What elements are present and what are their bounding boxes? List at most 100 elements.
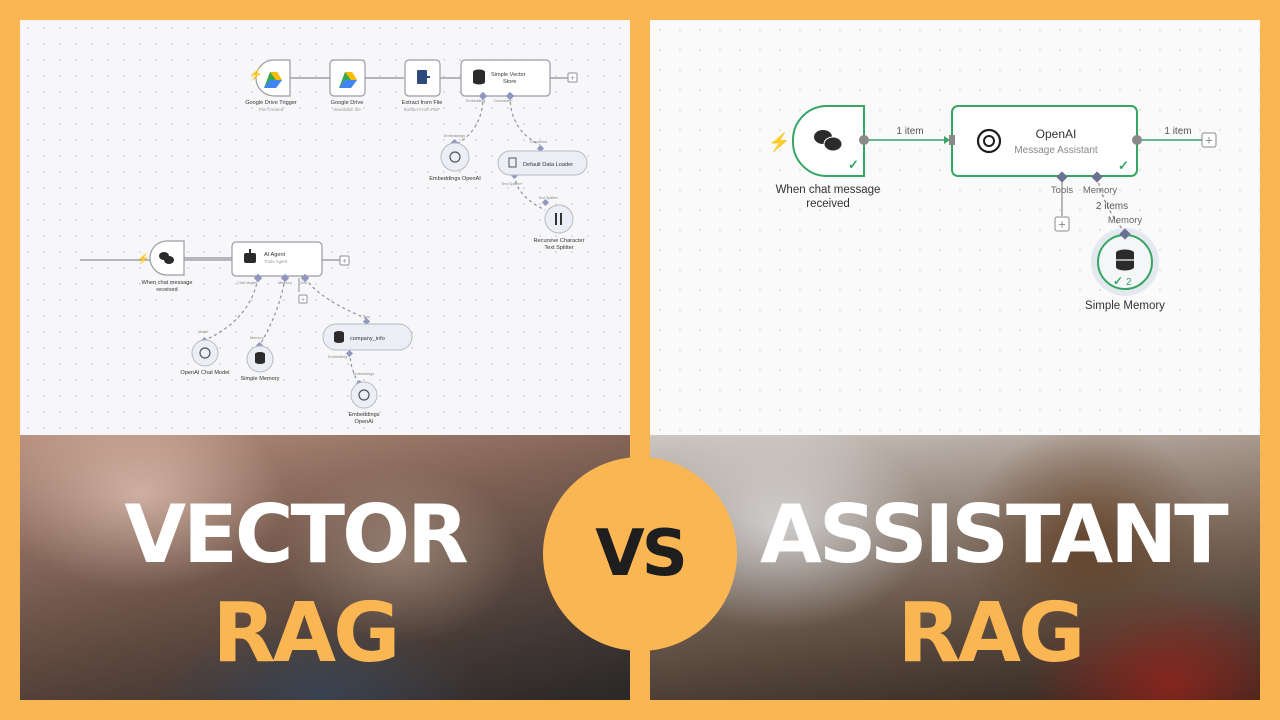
photo-shade <box>20 435 630 700</box>
company-info-tool-node[interactable]: Tool company_info Embedding* <box>322 315 413 359</box>
node-label-line2: received <box>156 287 177 293</box>
background-photo-right <box>650 435 1260 700</box>
add-tool-button[interactable] <box>298 294 308 304</box>
add-node-button[interactable] <box>1201 132 1217 148</box>
svg-text:+: + <box>342 257 347 266</box>
openai-chat-model-node[interactable]: Model OpenAI Chat Model <box>180 330 229 376</box>
photo-shade <box>650 435 1260 700</box>
vector-subheadline: RAG <box>212 586 401 681</box>
openai-icon <box>358 389 370 401</box>
document-icon <box>508 157 517 168</box>
assistant-rag-workflow-canvas: ⚡ ✓ When chat message received 1 item Op… <box>650 20 1260 435</box>
node-subtitle: Message Assistant <box>1014 145 1098 156</box>
robot-icon <box>244 253 256 263</box>
recursive-text-splitter-node[interactable]: Text Splitter Recursive Character Text S… <box>534 196 585 251</box>
google-drive-node[interactable]: Google Drive download: file <box>329 59 366 112</box>
embeddings-openai-node-2[interactable]: Embeddings Embeddings OpenAI <box>348 372 379 425</box>
node-label: OpenAI Chat Model <box>180 370 229 376</box>
port-label: Chat Model* <box>237 281 258 285</box>
node-label-line2: received <box>806 198 849 210</box>
openai-icon <box>199 347 211 359</box>
extract-from-file-node[interactable]: Extract from File Extract From PDF <box>402 59 443 112</box>
port-label: Document* <box>494 99 513 103</box>
port-label: Embedding <box>466 99 485 103</box>
node-title: Simple Vector <box>491 72 526 78</box>
output-port[interactable] <box>1132 135 1142 145</box>
background-photo-left <box>20 435 630 700</box>
node-label-line2: OpenAI <box>355 419 374 425</box>
svg-text:+: + <box>301 297 305 304</box>
node-label: Default Data Loader <box>523 162 573 168</box>
node-label: Simple Memory <box>1085 300 1165 312</box>
vector-rag-workflow-canvas: ⚡ Google Drive Trigger File Created Goog… <box>20 20 630 435</box>
vector-rag-workflow: ⚡ Google Drive Trigger File Created Goog… <box>80 59 588 425</box>
port-label: Memory <box>278 281 292 285</box>
trigger-bolt-icon: ⚡ <box>137 252 149 265</box>
ai-agent-node[interactable]: AI Agent Tools Agent Chat Model* Memory … <box>231 241 323 285</box>
input-port[interactable] <box>949 135 955 145</box>
port-label: Tool <box>363 315 370 319</box>
node-title: AI Agent <box>264 252 286 258</box>
node-title: OpenAI <box>1036 127 1077 141</box>
node-label: company_info <box>350 336 385 342</box>
port-label: Embeddings <box>353 372 374 376</box>
success-check-icon: ✓ <box>848 157 859 172</box>
port-label: Tools <box>1051 185 1073 196</box>
embeddings-openai-node[interactable]: Embeddings Embeddings OpenAI <box>429 134 481 182</box>
port-label: Document <box>530 140 548 144</box>
simple-memory-node[interactable]: Memory Simple Memory <box>241 336 280 382</box>
edge-item-count: 1 item <box>896 126 923 137</box>
file-icon <box>417 70 427 84</box>
trigger-bolt-icon: ⚡ <box>249 68 263 81</box>
edge-item-count: 1 item <box>1164 126 1191 137</box>
chat-trigger-node[interactable]: ⚡ When chat message received <box>137 240 193 293</box>
node-title: Google Drive <box>331 100 364 106</box>
node-label: Simple Memory <box>241 376 280 382</box>
openai-icon <box>976 128 1002 154</box>
add-tool-button[interactable] <box>1054 216 1070 232</box>
openai-icon <box>449 151 461 163</box>
port-label: Tool <box>300 281 307 285</box>
svg-text:+: + <box>1205 133 1213 148</box>
node-title: Extract from File <box>402 100 443 106</box>
chat-message-trigger-node[interactable]: ⚡ ✓ When chat message received <box>768 105 880 210</box>
add-node-button[interactable] <box>339 255 350 266</box>
node-title-line2: Store <box>503 79 516 85</box>
port-label: Text Splitter* <box>501 182 523 186</box>
node-subtitle: download: file <box>333 107 361 112</box>
simple-vector-store-node[interactable]: Simple Vector Store Embedding Document* <box>460 59 551 103</box>
vs-text: VS <box>595 517 688 591</box>
success-check-icon: ✓ <box>1118 158 1129 173</box>
svg-text:+: + <box>1058 217 1066 232</box>
vs-badge: VS <box>543 457 737 651</box>
node-label: When chat message <box>142 280 193 286</box>
memory-item-count: 2 items <box>1096 201 1128 212</box>
port-label: Memory <box>1108 215 1143 226</box>
node-label: Embeddings <box>348 412 379 418</box>
node-subtitle: Tools Agent <box>264 259 288 264</box>
node-title: Google Drive Trigger <box>245 100 297 106</box>
google-drive-trigger-node[interactable]: ⚡ Google Drive Trigger File Created <box>245 59 297 112</box>
tools-port[interactable] <box>1056 171 1068 183</box>
memory-input-port[interactable] <box>1119 228 1131 240</box>
port-label: Embedding* <box>328 355 349 359</box>
simple-memory-node[interactable]: ✓ 2 Simple Memory <box>1085 228 1165 312</box>
node-subtitle: Extract From PDF <box>404 107 440 112</box>
default-data-loader-node[interactable]: Document Default Data Loader Text Splitt… <box>497 140 588 186</box>
memory-port[interactable] <box>1091 171 1103 183</box>
port-label: Memory <box>1083 185 1118 196</box>
splitter-icon <box>555 213 557 225</box>
node-subtitle: File Created <box>259 107 284 112</box>
add-node-button[interactable] <box>567 72 578 83</box>
trigger-bolt-icon: ⚡ <box>768 131 790 153</box>
openai-message-assistant-node[interactable]: OpenAI Message Assistant ✓ Tools Memory <box>949 105 1142 196</box>
output-port[interactable] <box>859 135 869 145</box>
right-panel: ⚡ ✓ When chat message received 1 item Op… <box>650 20 1260 700</box>
vector-headline: VECTOR <box>124 488 468 581</box>
success-check-icon: ✓ <box>1113 274 1123 288</box>
assistant-rag-workflow: ⚡ ✓ When chat message received 1 item Op… <box>768 105 1217 312</box>
svg-text:+: + <box>570 74 575 83</box>
port-label: Memory <box>250 336 264 340</box>
run-count-badge: 2 <box>1126 277 1132 288</box>
left-panel: ⚡ Google Drive Trigger File Created Goog… <box>20 20 630 700</box>
